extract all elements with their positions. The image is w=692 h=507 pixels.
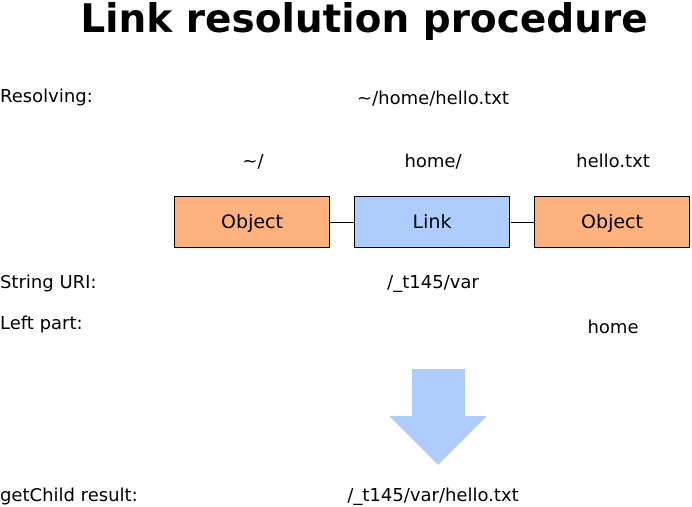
segment-hello: hello.txt bbox=[576, 151, 650, 172]
getchild-label: getChild result: bbox=[0, 485, 138, 506]
connector-line-2 bbox=[511, 222, 535, 223]
object-box-1: Object bbox=[174, 196, 330, 248]
getchild-value: /_t145/var/hello.txt bbox=[347, 485, 519, 506]
link-box-label: Link bbox=[412, 211, 452, 233]
link-box: Link bbox=[354, 196, 510, 248]
left-part-value: home bbox=[587, 317, 639, 338]
left-part-label: Left part: bbox=[0, 313, 83, 334]
object-box-2: Object bbox=[534, 196, 690, 248]
diagram-title: Link resolution procedure bbox=[80, 0, 648, 42]
object-box-1-label: Object bbox=[221, 211, 283, 233]
connector-line-1 bbox=[330, 222, 354, 223]
resolving-path: ~/home/hello.txt bbox=[357, 88, 509, 109]
segment-tilde: ~/ bbox=[242, 151, 264, 172]
segment-home: home/ bbox=[404, 151, 462, 172]
object-box-2-label: Object bbox=[581, 211, 643, 233]
down-arrow-shape bbox=[389, 369, 487, 465]
string-uri-value: /_t145/var bbox=[387, 272, 479, 293]
string-uri-label: String URI: bbox=[0, 272, 97, 293]
resolving-label: Resolving: bbox=[0, 86, 93, 107]
